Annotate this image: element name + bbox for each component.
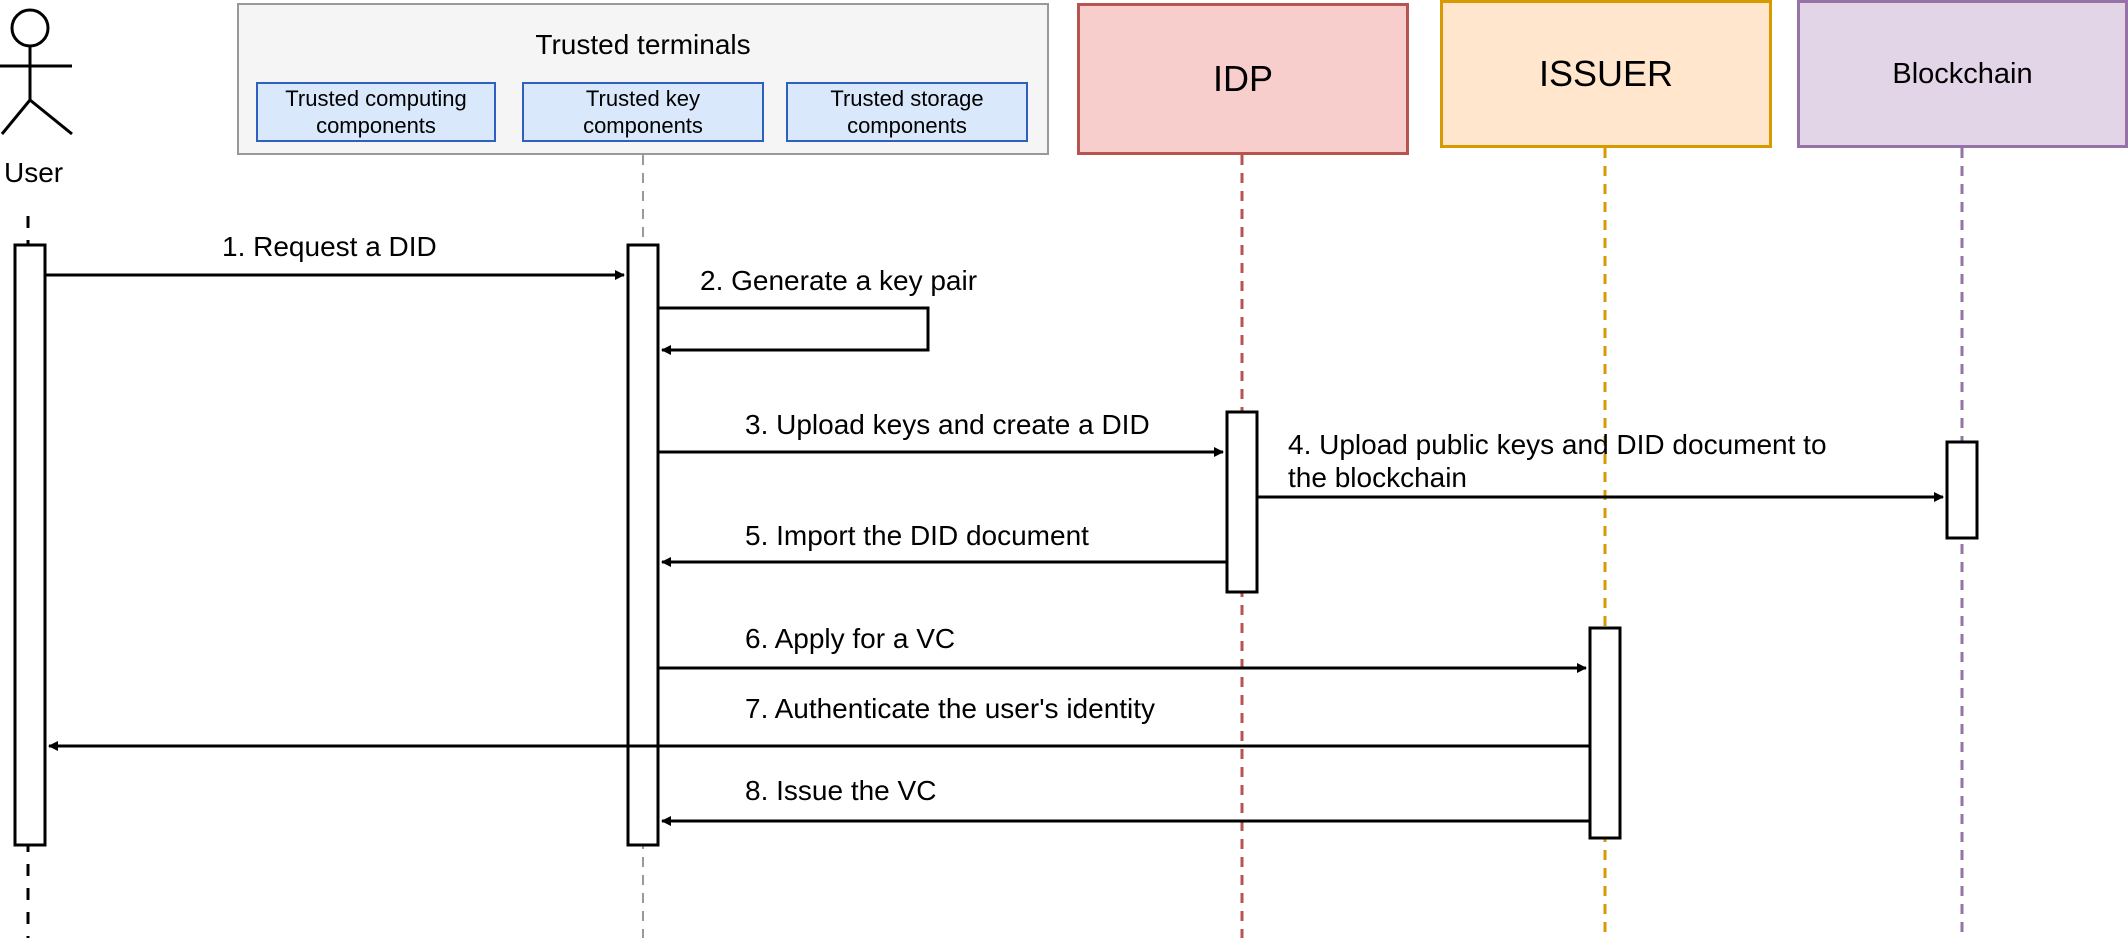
- message-2-label: 2. Generate a key pair: [700, 265, 978, 296]
- trusted-terminals-title: Trusted terminals: [535, 29, 751, 60]
- message-6-label: 6. Apply for a VC: [745, 623, 956, 654]
- idp-label: IDP: [1212, 58, 1273, 99]
- message-2-arrow: [658, 306, 930, 355]
- trusted-key-components: Trusted key components: [522, 82, 764, 142]
- message-4-label: 4. Upload public keys and DID document t…: [1288, 429, 1827, 493]
- idp-activation-bar: [1225, 410, 1259, 594]
- blockchain-participant: Blockchain: [1797, 0, 2128, 148]
- user-label: User: [4, 157, 64, 188]
- issuer-label: ISSUER: [1538, 53, 1674, 94]
- idp-participant: IDP: [1077, 3, 1409, 155]
- issuer-activation-bar: [1588, 626, 1622, 840]
- message-3-label: 3. Upload keys and create a DID: [745, 409, 1150, 440]
- user-activation-bar: [13, 243, 47, 847]
- message-5-label: 5. Import the DID document: [745, 520, 1089, 551]
- trusted-storage-components: Trusted storage components: [786, 82, 1028, 142]
- message-7-label: 7. Authenticate the user's identity: [745, 693, 1156, 724]
- message-8-label: 8. Issue the VC: [745, 775, 937, 806]
- message-1-label: 1. Request a DID: [222, 231, 437, 262]
- user-actor-icon: [0, 8, 73, 136]
- blockchain-label: Blockchain: [1892, 57, 2033, 90]
- blockchain-activation-bar: [1945, 440, 1979, 540]
- trusted-computing-components: Trusted computing components: [256, 82, 496, 142]
- issuer-participant: ISSUER: [1440, 0, 1772, 148]
- terminals-activation-bar: [626, 243, 660, 847]
